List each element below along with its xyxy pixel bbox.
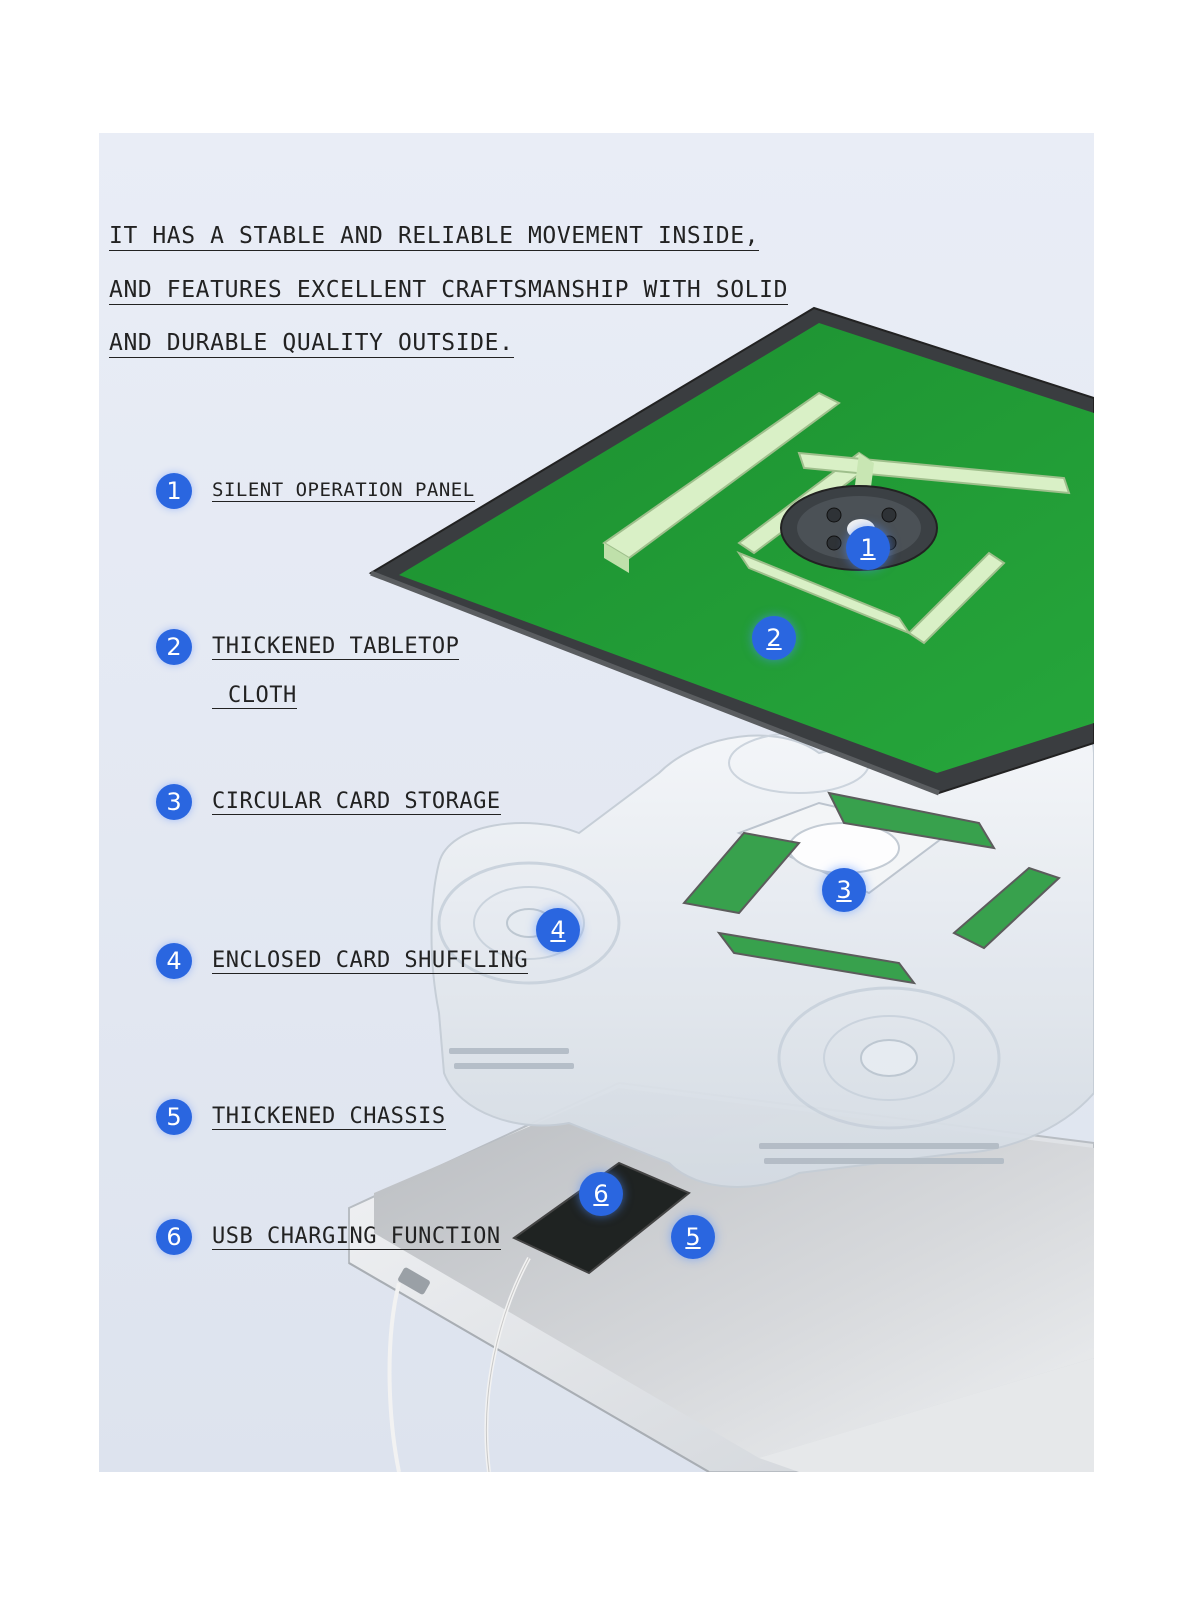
shuffling-mechanism bbox=[430, 709, 1094, 1188]
feature-3-label: CIRCULAR CARD STORAGE bbox=[212, 788, 501, 816]
headline-line-2: AND FEATURES EXCELLENT CRAFTSMANSHIP WIT… bbox=[109, 277, 789, 306]
marker-1: 1 bbox=[846, 526, 890, 570]
feature-2: 2 THICKENED TABLETOP bbox=[156, 629, 460, 665]
feature-5-badge: 5 bbox=[156, 1099, 192, 1135]
headline-line-1: IT HAS A STABLE AND RELIABLE MOVEMENT IN… bbox=[109, 223, 760, 252]
tabletop bbox=[368, 306, 1094, 796]
feature-1-badge: 1 bbox=[156, 473, 192, 509]
feature-2-badge: 2 bbox=[156, 629, 192, 665]
feature-1-label: SILENT OPERATION PANEL bbox=[212, 478, 475, 503]
feature-1: 1 SILENT OPERATION PANEL bbox=[156, 473, 475, 509]
feature-6-badge: 6 bbox=[156, 1219, 192, 1255]
feature-3-badge: 3 bbox=[156, 784, 192, 820]
feature-2-label: THICKENED TABLETOP bbox=[212, 633, 460, 661]
marker-5: 5 bbox=[671, 1215, 715, 1259]
marker-4: 4 bbox=[536, 908, 580, 952]
feature-5: 5 THICKENED CHASSIS bbox=[156, 1099, 446, 1135]
feature-2-label-line-2: CLOTH bbox=[212, 683, 297, 710]
feature-3: 3 CIRCULAR CARD STORAGE bbox=[156, 784, 501, 820]
feature-4-label: ENCLOSED CARD SHUFFLING bbox=[212, 947, 529, 975]
product-panel: IT HAS A STABLE AND RELIABLE MOVEMENT IN… bbox=[99, 133, 1094, 1472]
feature-6-label: USB CHARGING FUNCTION bbox=[212, 1223, 501, 1251]
marker-2: 2 bbox=[752, 616, 796, 660]
feature-4: 4 ENCLOSED CARD SHUFFLING bbox=[156, 943, 529, 979]
feature-5-label: THICKENED CHASSIS bbox=[212, 1103, 446, 1131]
headline-line-3: AND DURABLE QUALITY OUTSIDE. bbox=[109, 330, 514, 359]
chassis bbox=[348, 1081, 1094, 1472]
marker-6: 6 bbox=[579, 1172, 623, 1216]
marker-3: 3 bbox=[822, 868, 866, 912]
mahjong-table-exploded-illustration bbox=[348, 306, 1094, 1472]
feature-4-badge: 4 bbox=[156, 943, 192, 979]
feature-6: 6 USB CHARGING FUNCTION bbox=[156, 1219, 501, 1255]
